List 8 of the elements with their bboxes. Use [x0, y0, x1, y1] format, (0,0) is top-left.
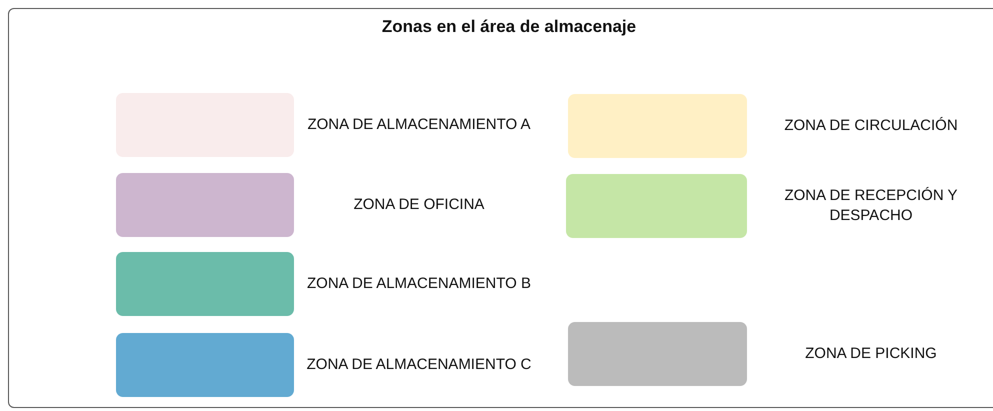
legend-label: ZONA DE PICKING [804, 344, 938, 364]
legend-label: ZONA DE ALMACENAMIENTO C [306, 355, 532, 375]
legend-label: ZONA DE ALMACENAMIENTO A [306, 115, 532, 135]
legend-title: Zonas en el área de almacenaje [380, 17, 638, 37]
legend-label: ZONA DE ALMACENAMIENTO B [306, 274, 532, 294]
legend-label: ZONA DE RECEPCIÓN Y DESPACHO [783, 186, 959, 226]
legend-label: ZONA DE CIRCULACIÓN [783, 116, 959, 136]
legend-label: ZONA DE OFICINA [352, 195, 486, 215]
